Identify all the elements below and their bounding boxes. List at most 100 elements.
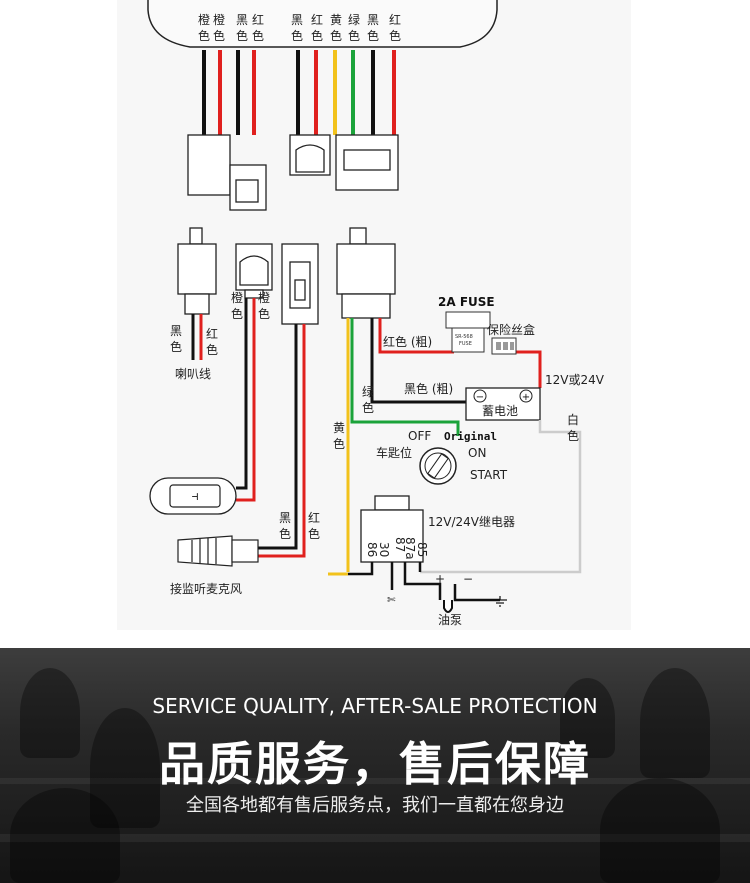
ignition-off: OFF <box>408 429 431 443</box>
horn-wire-name: 喇叭线 <box>175 366 211 381</box>
white-wire <box>420 420 582 574</box>
ground-icon <box>493 596 507 607</box>
switch-red-wire <box>236 298 256 502</box>
yellow-label-a: 黄 <box>333 421 345 435</box>
pump-minus: − <box>463 572 473 586</box>
banner-subtitle: 全国各地都有售后服务点，我们一直都在您身边 <box>186 795 564 816</box>
fuse-box-label: 保险丝盒 <box>487 322 535 337</box>
person-silhouette <box>560 678 615 758</box>
relay-bottom-wires <box>348 562 500 602</box>
label-green-a: 绿 <box>348 12 360 27</box>
label-yellow-b: 色 <box>330 29 342 43</box>
top-connectors <box>187 134 399 211</box>
pump-plus: + <box>435 572 445 586</box>
relay-name: 12V/24V继电器 <box>428 515 515 529</box>
battery-minus: − <box>476 392 484 403</box>
diagram-panel: 橙 色 橙 色 黑 色 红 色 黑 色 红 色 黄 色 绿 色 黑 色 红 色 <box>117 0 631 630</box>
green-wire <box>350 318 460 436</box>
relay-pins: 30 86 87a 87 85 <box>365 537 429 560</box>
ignition-start: START <box>470 468 508 482</box>
red-thick-wire <box>378 318 454 354</box>
switch-orange-b-label-2: 色 <box>258 307 270 321</box>
fuse-title: 2A FUSE <box>438 295 495 309</box>
mic-name: 接监听麦克风 <box>170 581 242 596</box>
top-wire-labels: 橙 色 橙 色 黑 色 红 色 黑 色 红 色 黄 色 绿 色 黑 色 红 色 <box>198 12 401 43</box>
green-label-b: 色 <box>362 401 374 415</box>
service-banner: SERVICE QUALITY, AFTER-SALE PROTECTION 品… <box>0 648 750 883</box>
desk-shape <box>0 834 750 842</box>
horn-black-label-b: 色 <box>170 340 182 354</box>
ignition-original: Original <box>444 430 497 443</box>
relay-pin-86: 86 <box>365 542 379 557</box>
mic-black-label-b: 色 <box>279 527 291 541</box>
label-red-1a: 红 <box>252 12 264 27</box>
battery-plus-terminal <box>519 389 533 403</box>
green-label-a: 绿 <box>362 384 374 399</box>
relay-pin-87a: 87a <box>403 537 417 560</box>
black-thick-wire <box>370 318 485 404</box>
battery-plus: + <box>522 392 530 403</box>
red-wire-fuse-battery <box>516 350 542 388</box>
label-orange-1b: 色 <box>198 29 210 43</box>
ignition-on: ON <box>468 446 486 460</box>
pump-name: 油泵 <box>438 613 462 627</box>
horn-red-label-a: 红 <box>206 326 218 341</box>
label-yellow-a: 黄 <box>330 13 342 27</box>
person-silhouette <box>10 788 120 883</box>
label-red-1b: 色 <box>252 29 264 43</box>
relay-pin-85: 85 <box>415 542 429 557</box>
label-black-2b: 色 <box>291 29 303 43</box>
device-body <box>147 0 498 48</box>
label-red-2a: 红 <box>311 12 323 27</box>
label-red-3b: 色 <box>389 29 401 43</box>
switch-orange-a-label-2: 色 <box>231 307 243 321</box>
banner-chinese-title: 品质服务，售后保障 <box>159 737 591 791</box>
fuse-chip-line2: FUSE <box>459 341 472 347</box>
label-black-1b: 色 <box>236 29 248 43</box>
battery-voltage: 12V或24V <box>545 373 605 387</box>
mic-black-label-a: 黑 <box>279 511 291 525</box>
person-silhouette <box>20 668 80 758</box>
label-orange-2a: 橙 <box>213 12 225 27</box>
battery-minus-terminal <box>473 389 487 403</box>
push-switch-icon: ⊣ <box>192 490 199 503</box>
label-red-3a: 红 <box>389 12 401 27</box>
label-black-3b: 色 <box>367 29 379 43</box>
label-black-1a: 黑 <box>236 13 248 27</box>
horn-black-label-a: 黑 <box>170 324 182 338</box>
label-orange-2b: 色 <box>213 29 225 43</box>
push-switch-button <box>169 484 221 508</box>
white-label-a: 白 <box>567 412 579 427</box>
mic-jack <box>177 535 259 567</box>
switch-orange-a-label-1: 橙 <box>231 290 243 305</box>
red-thick-label: 红色 (粗) <box>383 334 432 349</box>
switch-orange-b-label-1: 橙 <box>258 290 270 305</box>
mic-red-label-a: 红 <box>308 510 320 525</box>
relay-pin-30: 30 <box>377 542 391 557</box>
white-label-b: 色 <box>567 429 579 443</box>
ignition-name: 车匙位 <box>376 445 412 460</box>
fuse-holder <box>445 311 517 355</box>
black-thick-label: 黑色 (粗) <box>404 382 453 396</box>
fuse-chip-line1: SR-568 <box>455 334 473 340</box>
fuse-clip-icon: ✄ <box>387 595 396 606</box>
person-silhouette <box>600 778 720 883</box>
person-silhouette <box>90 708 160 828</box>
switch-black-wire <box>236 298 248 490</box>
mic-black-wire <box>258 324 298 550</box>
yellow-label-b: 色 <box>333 437 345 451</box>
label-black-3a: 黑 <box>367 13 379 27</box>
relay-pin-87: 87 <box>393 537 407 552</box>
label-orange-1a: 橙 <box>198 12 210 27</box>
mic-red-label-b: 色 <box>308 527 320 541</box>
label-black-2a: 黑 <box>291 13 303 27</box>
horn-red-label-b: 色 <box>206 343 218 357</box>
battery-name: 蓄电池 <box>482 404 518 418</box>
banner-english-title: SERVICE QUALITY, AFTER-SALE PROTECTION <box>152 694 598 718</box>
person-silhouette <box>640 668 710 778</box>
label-green-b: 色 <box>348 29 360 43</box>
pump-icon <box>443 600 453 613</box>
lower-connectors <box>177 227 396 325</box>
top-wires <box>202 50 396 135</box>
mic-red-wire <box>258 324 306 558</box>
